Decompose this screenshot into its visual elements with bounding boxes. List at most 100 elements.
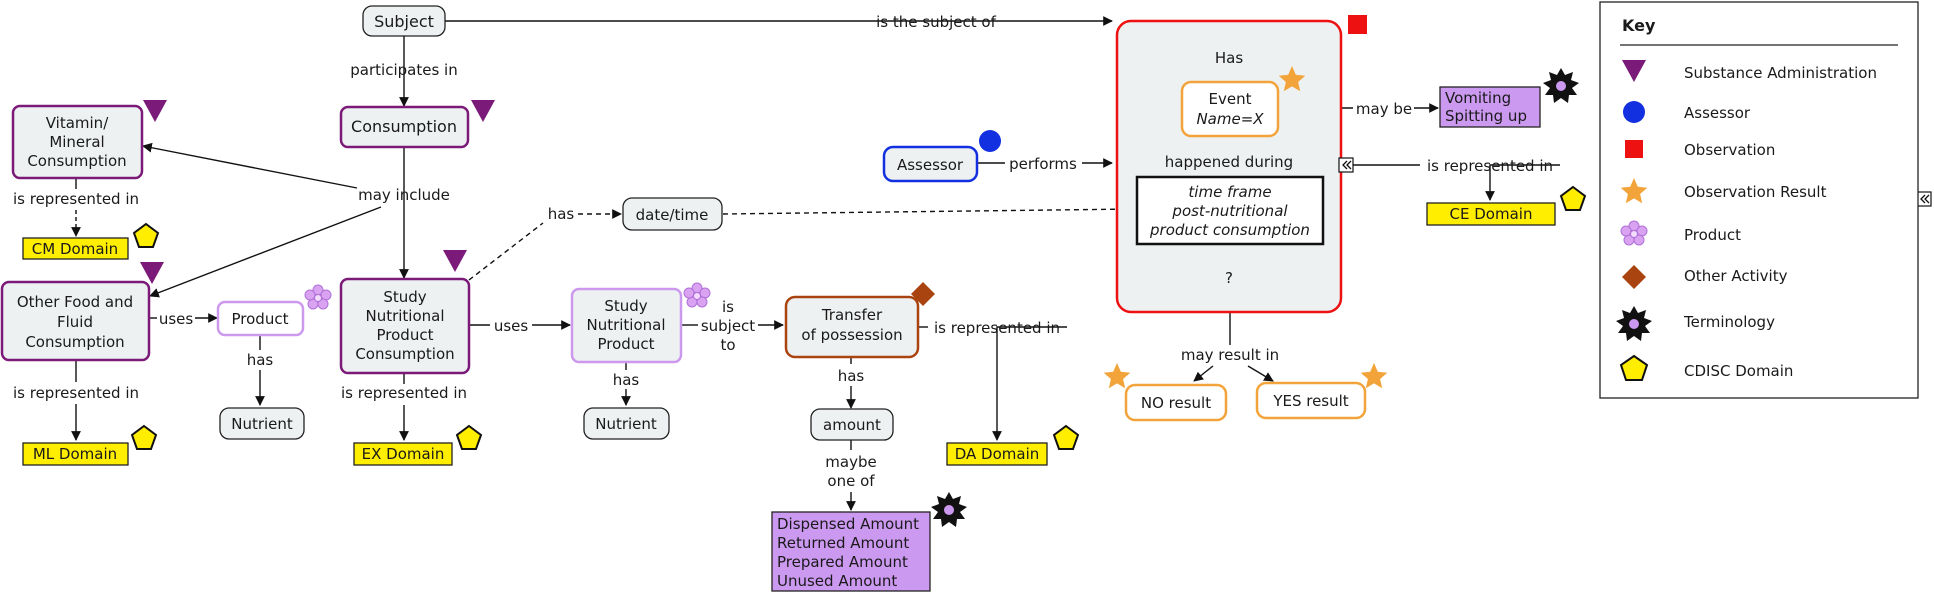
label-transfer-has: has <box>838 367 865 385</box>
domain-ml-label: ML Domain <box>33 445 117 463</box>
triangle-down-icon <box>471 100 495 122</box>
edge-labels: is the subject of participates in may in… <box>13 13 1553 490</box>
key-item-label: CDISC Domain <box>1684 362 1793 380</box>
node-vitamin-line-1: Vitamin/ <box>46 114 109 132</box>
node-snp-line-3: Product <box>598 335 655 353</box>
star-icon <box>1360 363 1388 389</box>
node-snpc-line-2: Nutritional <box>365 307 444 325</box>
edge-may-include-other-food <box>149 206 382 298</box>
edge-has-dt-a <box>468 222 544 281</box>
circle-icon <box>979 130 1001 152</box>
node-date-time[interactable]: date/time <box>622 197 723 231</box>
edge-may-include-vitamin <box>142 142 358 189</box>
node-transfer[interactable]: Transfer of possession <box>784 295 920 359</box>
key-panel: Key Substance Administration Assessor Ob… <box>1599 1 1919 399</box>
node-snpc-line-4: Consumption <box>355 345 454 363</box>
node-nutrient-2[interactable]: Nutrient <box>583 407 670 440</box>
node-event[interactable]: Event Name=X <box>1180 80 1280 138</box>
pentagon-icon <box>130 424 158 450</box>
pentagon-icon <box>1559 185 1587 211</box>
label-to: to <box>720 336 735 354</box>
edge-result-yes <box>1247 365 1274 382</box>
node-snpc-line-1: Study <box>383 288 426 306</box>
node-amount[interactable]: amount <box>810 408 894 441</box>
node-study-nutritional-product[interactable]: Study Nutritional Product <box>570 287 683 364</box>
node-product-label: Product <box>232 310 289 328</box>
node-vomiting-terms[interactable]: Vomiting Spitting up <box>1439 86 1541 128</box>
label-may-be: may be <box>1356 100 1412 118</box>
node-vitamin-line-3: Consumption <box>27 152 126 170</box>
label-other-food-represented: is represented in <box>13 384 139 402</box>
node-vitamin-mineral[interactable]: Vitamin/ Mineral Consumption <box>11 104 144 180</box>
node-snp-line-1: Study <box>604 297 647 315</box>
node-product[interactable]: Product <box>216 300 305 337</box>
domain-ce[interactable]: CE Domain <box>1426 202 1556 226</box>
domain-cm-label: CM Domain <box>32 240 118 258</box>
label-obs-represented: is represented in <box>1427 157 1553 175</box>
node-other-food[interactable]: Other Food and Fluid Consumption <box>0 280 151 362</box>
node-no-result[interactable]: NO result <box>1124 383 1228 422</box>
node-study-nutritional-consumption[interactable]: Study Nutritional Product Consumption <box>339 277 471 375</box>
label-participates-in: participates in <box>350 61 457 79</box>
label-transfer-represented: is represented in <box>934 319 1060 337</box>
time-frame-line-2: post-nutritional <box>1171 202 1288 220</box>
flower-icon <box>1620 220 1648 246</box>
label-uses-2: uses <box>494 317 529 335</box>
node-consumption-label: Consumption <box>351 117 457 136</box>
square-icon <box>1625 140 1643 158</box>
node-snp-line-2: Nutritional <box>586 316 665 334</box>
key-item-label: Substance Administration <box>1684 64 1877 82</box>
node-vitamin-line-2: Mineral <box>49 133 104 151</box>
node-snpc-line-3: Product <box>377 326 434 344</box>
term-returned: Returned Amount <box>777 534 909 552</box>
label-product-has: has <box>247 351 274 369</box>
node-event-line-1: Event <box>1209 90 1252 108</box>
key-item-label: Assessor <box>1684 104 1751 122</box>
star-icon <box>1278 66 1306 92</box>
node-event-line-2: Name=X <box>1196 110 1264 128</box>
node-assessor-label: Assessor <box>897 156 964 174</box>
domain-ml[interactable]: ML Domain <box>22 442 129 466</box>
node-observation[interactable]: Has happened during ? <box>1115 19 1343 314</box>
burst-icon-center <box>1556 81 1566 91</box>
label-performs: performs <box>1009 155 1077 173</box>
label-study-represented: is represented in <box>341 384 467 402</box>
domain-cm[interactable]: CM Domain <box>22 237 129 260</box>
pentagon-icon <box>1619 354 1649 381</box>
node-time-frame[interactable]: time frame post-nutritional product cons… <box>1135 175 1325 246</box>
node-yes-result[interactable]: YES result <box>1255 381 1367 420</box>
label-is-subject-of: is the subject of <box>876 13 996 31</box>
term-spitting-up: Spitting up <box>1445 107 1527 125</box>
term-prepared: Prepared Amount <box>777 553 908 571</box>
node-nutrient-1[interactable]: Nutrient <box>219 407 305 440</box>
key-item-label: Product <box>1684 226 1741 244</box>
edges <box>71 16 1560 511</box>
burst-icon-center <box>944 505 954 515</box>
edge-obs-ce-b <box>1485 164 1560 201</box>
chevron-double-left-icon <box>1920 194 1930 204</box>
collapse-toggle[interactable] <box>1916 191 1932 207</box>
observation-question: ? <box>1225 269 1233 287</box>
domain-ex[interactable]: EX Domain <box>353 442 453 466</box>
triangle-down-icon <box>443 250 467 272</box>
node-subject[interactable]: Subject <box>362 5 446 37</box>
term-unused: Unused Amount <box>777 572 897 590</box>
key-item-label: Other Activity <box>1684 267 1788 285</box>
domain-da[interactable]: DA Domain <box>946 442 1048 466</box>
label-is: is <box>722 298 734 316</box>
domain-da-label: DA Domain <box>955 445 1040 463</box>
node-amount-terms[interactable]: Dispensed Amount Returned Amount Prepare… <box>771 511 931 592</box>
label-uses-1: uses <box>159 310 194 328</box>
node-transfer-line-2: of possession <box>801 326 902 344</box>
node-assessor[interactable]: Assessor <box>882 145 979 183</box>
label-one-of: one of <box>827 472 875 490</box>
node-date-time-label: date/time <box>636 206 709 224</box>
chevron-double-left-icon <box>1342 160 1352 170</box>
node-consumption[interactable]: Consumption <box>339 105 470 149</box>
domain-ex-label: EX Domain <box>362 445 445 463</box>
collapse-toggle[interactable] <box>1338 157 1354 173</box>
burst-icon-center <box>1629 319 1639 329</box>
label-may-result-in: may result in <box>1181 346 1279 364</box>
star-icon <box>1620 178 1648 204</box>
key-item-label: Observation <box>1684 141 1775 159</box>
